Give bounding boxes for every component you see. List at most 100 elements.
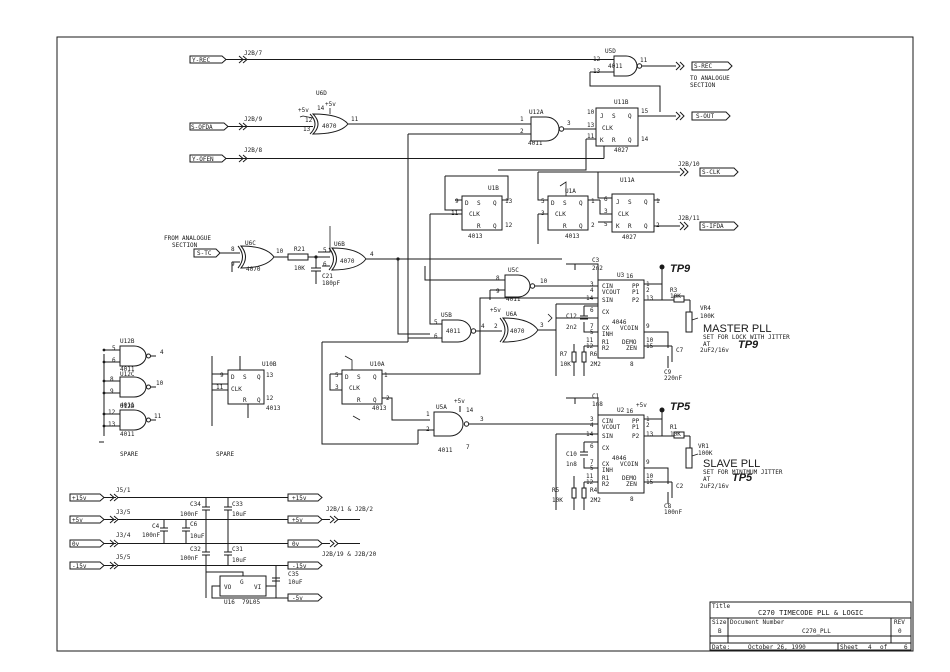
val-c10: 1n8 bbox=[566, 461, 577, 468]
signal-label-s-out: S-OUT bbox=[696, 113, 714, 120]
svg-text:10: 10 bbox=[646, 337, 654, 344]
svg-text:+15v: +15v bbox=[292, 495, 307, 502]
val-c8: 100nF bbox=[664, 509, 682, 516]
svg-text:15: 15 bbox=[641, 108, 649, 115]
svg-text:11: 11 bbox=[640, 57, 648, 64]
type-u6c: 4070 bbox=[246, 266, 261, 273]
gate-u5b: U5B 4011 564 bbox=[407, 312, 502, 343]
svg-text:2: 2 bbox=[520, 128, 524, 135]
svg-text:D: D bbox=[465, 200, 469, 207]
svg-text:8: 8 bbox=[630, 496, 634, 503]
net-y-rec: Y-REC J2B/7 bbox=[189, 50, 582, 64]
ref-u1b: U1B bbox=[488, 185, 499, 192]
svg-text:D: D bbox=[345, 374, 349, 381]
type-u6d: 4070 bbox=[322, 123, 337, 130]
master-note-line1: SET FOR LOCK WITH JITTER bbox=[703, 334, 790, 341]
rail-label-0v: 0v bbox=[72, 541, 80, 548]
svg-text:16: 16 bbox=[626, 273, 634, 280]
svg-text:14: 14 bbox=[466, 407, 474, 414]
connector-j2b-19-20: J2B/19 & J2B/20 bbox=[322, 551, 377, 558]
ref-u6b: U6B bbox=[334, 241, 345, 248]
testpoint-tp9: TP9 bbox=[670, 263, 691, 275]
svg-text:S: S bbox=[563, 200, 567, 207]
type-u6a: 4070 bbox=[510, 328, 525, 335]
testpoint-tp5-ref: TP5 bbox=[732, 472, 753, 484]
svg-text:12: 12 bbox=[108, 409, 116, 416]
rail-label-minus15: -15v bbox=[72, 563, 87, 570]
svg-text:8: 8 bbox=[231, 246, 235, 253]
svg-text:P2: P2 bbox=[632, 297, 640, 304]
ref-r6: R6 bbox=[590, 351, 598, 358]
ref-c33: C33 bbox=[232, 501, 243, 508]
svg-text:INH: INH bbox=[602, 467, 613, 474]
connector-j2b-1-2: J2B/1 & J2B/2 bbox=[326, 506, 373, 513]
ref-c21: C21 bbox=[322, 273, 333, 280]
svg-text:VCOIN: VCOIN bbox=[620, 461, 638, 468]
svg-text:J: J bbox=[600, 113, 604, 120]
svg-text:5: 5 bbox=[541, 198, 545, 205]
connector-j2b9: J2B/9 bbox=[244, 116, 262, 123]
title-value: C270 TIMECODE PLL & LOGIC bbox=[758, 609, 863, 617]
val-r1: 10K bbox=[670, 431, 681, 438]
svg-text:R: R bbox=[477, 223, 481, 230]
ref-c1: C1 bbox=[592, 393, 600, 400]
svg-text:4011: 4011 bbox=[120, 402, 135, 409]
ref-u12a: U12A bbox=[529, 109, 544, 116]
svg-text:S: S bbox=[628, 199, 632, 206]
svg-text:S: S bbox=[243, 374, 247, 381]
ref-u12c: U12C bbox=[120, 371, 135, 378]
label-spare-2: SPARE bbox=[216, 451, 234, 458]
ref-c31: C31 bbox=[232, 546, 243, 553]
size-value: B bbox=[718, 628, 722, 635]
svg-text:6: 6 bbox=[590, 307, 594, 314]
svg-text:CX: CX bbox=[602, 309, 610, 316]
svg-text:Q: Q bbox=[644, 223, 648, 230]
svg-text:Q: Q bbox=[373, 374, 377, 381]
signal-label-s-tc: S-TC bbox=[197, 250, 212, 257]
svg-text:8: 8 bbox=[496, 275, 500, 282]
svg-text:P1: P1 bbox=[632, 424, 640, 431]
svg-text:9: 9 bbox=[646, 459, 650, 466]
net-y-ofen: Y-OFEN J2B/8 bbox=[189, 139, 605, 163]
svg-text:11: 11 bbox=[587, 133, 595, 140]
val-r4: 2M2 bbox=[590, 497, 601, 504]
val-c21: 180pF bbox=[322, 280, 340, 287]
ref-r3: R3 bbox=[670, 287, 678, 294]
svg-text:11: 11 bbox=[586, 337, 594, 344]
svg-text:10: 10 bbox=[540, 278, 548, 285]
val-c35: 10uF bbox=[288, 579, 303, 586]
val-c6: 10uF bbox=[190, 533, 205, 540]
connector-j3-4: J3/4 bbox=[116, 532, 131, 539]
master-note-line2: AT bbox=[703, 341, 711, 348]
svg-text:P1: P1 bbox=[632, 289, 640, 296]
ref-u12d: U12D bbox=[120, 403, 135, 410]
connector-j5-5: J5/5 bbox=[116, 554, 131, 561]
svg-text:+5v: +5v bbox=[298, 107, 309, 114]
to-analogue-line2: SECTION bbox=[690, 82, 716, 89]
val-vr1: 100K bbox=[698, 450, 713, 457]
val-c1: 1n8 bbox=[592, 401, 603, 408]
svg-text:4: 4 bbox=[160, 349, 164, 356]
svg-text:CX: CX bbox=[602, 461, 610, 468]
svg-text:VCOUT: VCOUT bbox=[602, 424, 620, 431]
svg-text:0v: 0v bbox=[292, 541, 300, 548]
svg-text:G: G bbox=[240, 579, 244, 586]
val-c33: 10uF bbox=[232, 511, 247, 518]
svg-text:ZEN: ZEN bbox=[626, 345, 637, 352]
svg-text:VO: VO bbox=[224, 584, 232, 591]
svg-text:6: 6 bbox=[112, 357, 116, 364]
type-u2: 4046 bbox=[612, 455, 627, 462]
connector-j3-5: J3/5 bbox=[116, 509, 131, 516]
val-c3: 2n2 bbox=[592, 265, 603, 272]
val-c7: 2uF2/16v bbox=[700, 347, 729, 354]
val-c34: 100nF bbox=[180, 511, 198, 518]
ref-u12b: U12B bbox=[120, 338, 135, 345]
val-r3: 10K bbox=[670, 293, 681, 300]
type-u5b: 4011 bbox=[446, 328, 461, 335]
svg-text:9: 9 bbox=[231, 261, 235, 268]
ref-vr1: VR1 bbox=[698, 443, 709, 450]
